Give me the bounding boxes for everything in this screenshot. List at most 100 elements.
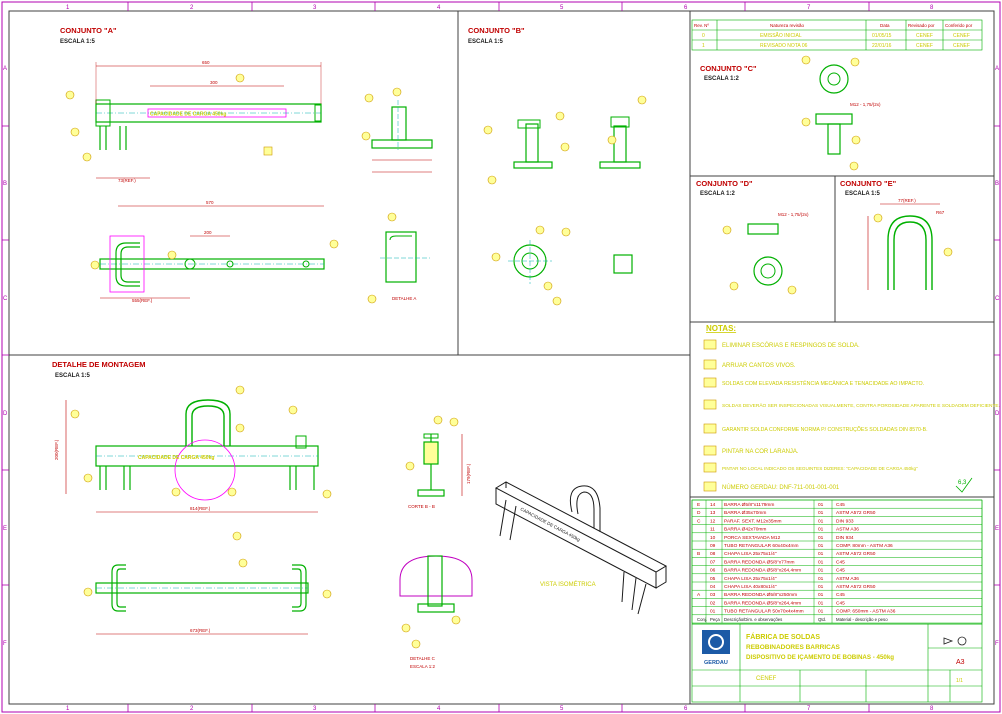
bom-cell: TUBO RETANGULAR 60x40x4mm [724,543,799,549]
dim-label: 200(REF.) [54,439,59,460]
bom-cell: 05 [710,576,716,582]
bom-cell: CHAPA LISA 25x75x1/4" [724,576,777,582]
rev-header: Rev. Nº [694,23,709,28]
grid-col-label: 6 [684,706,688,712]
bom-cell: C45 [836,568,845,574]
view-title: DETALHE DE MONTAGEM [52,360,145,369]
rev-header: Natureza revisão [770,23,805,28]
bom-cell: 10 [710,535,716,541]
bom-cell: ASTM A572 GR50 [836,551,876,557]
note-item: SOLDAS DEVERÃO SER INSPECIONADAS VISUALM… [722,402,1000,409]
note-item: ARRUAR CANTOS VIVOS. [722,363,796,369]
detail-label: DETALHE C [410,656,436,661]
bom-cell: C45 [836,592,845,598]
grid-col-label: 6 [684,5,688,11]
view-title: CONJUNTO "A" [60,26,117,35]
grid-row-label: A [3,66,7,72]
conjunto-b-view: CONJUNTO "B" ESCALA 1:5 [468,26,647,306]
rev-cell: CENEF [916,43,933,49]
bom-cell: COMP. 80mm - ASTM A36 [836,543,893,549]
bom-cell: BARRA REDONDA Ø5/8"x264,4mm [724,600,801,606]
thread-label: M12 - 1,75/(2x) [850,102,881,107]
bom-cell: 12 [710,518,716,524]
bom-header: Material - descrição e peso [836,617,888,622]
bom-header: Conj. [697,617,707,622]
bom-cell: ASTM A572 GR50 [836,584,876,590]
bom-cell: E [697,502,700,508]
grid-col-label: 5 [560,5,564,11]
note-item: PINTAR NO LOCAL INDICADO OS SEGUINTES DI… [722,466,918,471]
sheet-number: 1/1 [956,678,963,684]
title-line: DISPOSITIVO DE IÇAMENTO DE BOBINAS - 450… [746,654,894,661]
grid-col-label: 8 [930,706,934,712]
note-item: GARANTIR SOLDA CONFORME NORMA P/ CONSTRU… [722,426,928,433]
projection-symbol-icon [957,636,967,646]
bom-cell: 01 [818,584,824,590]
view-title: CONJUNTO "D" [696,179,753,188]
grid-row-label: C [3,296,8,302]
bom-header: Qtd. [818,617,826,622]
grid-col-label: 4 [437,706,441,712]
view-scale: ESCALA 1:5 [468,39,503,45]
dim-label: 300 [210,80,218,85]
view-scale: ESCALA 1:5 [60,39,95,45]
bom-cell: PORCA SEXTAVADA M12 [724,535,781,541]
grid-col-label: 7 [807,706,811,712]
rev-cell: EMISSÃO INICIAL [760,32,802,39]
grid-row-label: F [3,641,7,647]
bom-cell: 09 [710,543,716,549]
view-title: CONJUNTO "C" [700,64,757,73]
dim-label: 673(REF.) [190,628,211,633]
sheet-format: A3 [956,659,965,666]
rev-cell: REVISADO NOTA 06 [760,43,808,49]
grid-row-label: B [995,181,999,187]
bom-header: Descrição/Dim. e observações [724,617,782,622]
bom-cell: TUBO RETANGULAR 50x70x4x4mm [724,609,804,615]
bom-cell: BARRA Ø42x70mm [724,527,766,533]
stencil-text: CAPACIDADE DE CARGA 450kg [138,455,214,461]
rev-cell: 0 [702,33,705,39]
note-item: PINTAR NA COR LARANJA. [722,449,799,455]
designer: CENEF [756,676,777,682]
bom-cell: ASTM A36 [836,527,859,533]
grid-col-label: 1 [66,706,70,712]
bom-cell: 01 [818,576,824,582]
rev-header: Revisado por [908,23,935,28]
bom-cell: C45 [836,600,845,606]
bom-cell: DIN 933 [836,518,854,524]
bom-cell: DIN 934 [836,535,854,541]
bom-cell: ASTM A572 GR50 [836,510,876,516]
detalhe-c-view: DETALHE C ESCALA 1:2 [399,555,473,669]
bom-cell: 03 [710,592,716,598]
grid-col-label: 2 [190,706,194,712]
grid-col-label: 8 [930,5,934,11]
conjunto-a-view: CONJUNTO "A" ESCALA 1:5 CAPACIDADE DE CA… [60,26,433,304]
grid-row-label: F [995,641,999,647]
revision-table: Rev. Nº Natureza revisão Data Revisado p… [691,19,983,51]
view-title: CONJUNTO "E" [840,179,897,188]
bom-cell: PARAF. SEXT. M12x35mm [724,518,782,524]
bom-cell: BARRA REDONDA Ø5/8"x250mm [724,592,797,598]
rev-cell: CENEF [953,33,970,39]
bom-cell: 01 [818,510,824,516]
corte-bb-view: 179(REF.) CORTE B - B [405,415,471,509]
bom-cell: 01 [818,559,824,565]
bom-cell: BARRA REDONDA Ø5/8"x77mm [724,559,794,565]
rev-cell: 22/01/16 [872,43,892,49]
bom-cell: 07 [710,559,716,565]
bom-cell: COMP. 650mm - ASTM A36 [836,609,896,615]
bom-cell: 01 [818,543,824,549]
bom-cell: C45 [836,559,845,565]
bom-cell: D [697,510,701,516]
view-scale: ESCALA 1:5 [55,373,90,379]
logo-text: GERDAU [704,660,728,666]
dim-label: R67 [936,210,945,215]
title-line: FÁBRICA DE SOLDAS [746,632,820,641]
bom-cell: 01 [818,502,824,508]
grid-row-label: C [995,296,1000,302]
title-line: REBOBINADORES BARRICAS [746,644,841,651]
bom-cell: C45 [836,502,845,508]
grid-col-label: 3 [313,706,317,712]
